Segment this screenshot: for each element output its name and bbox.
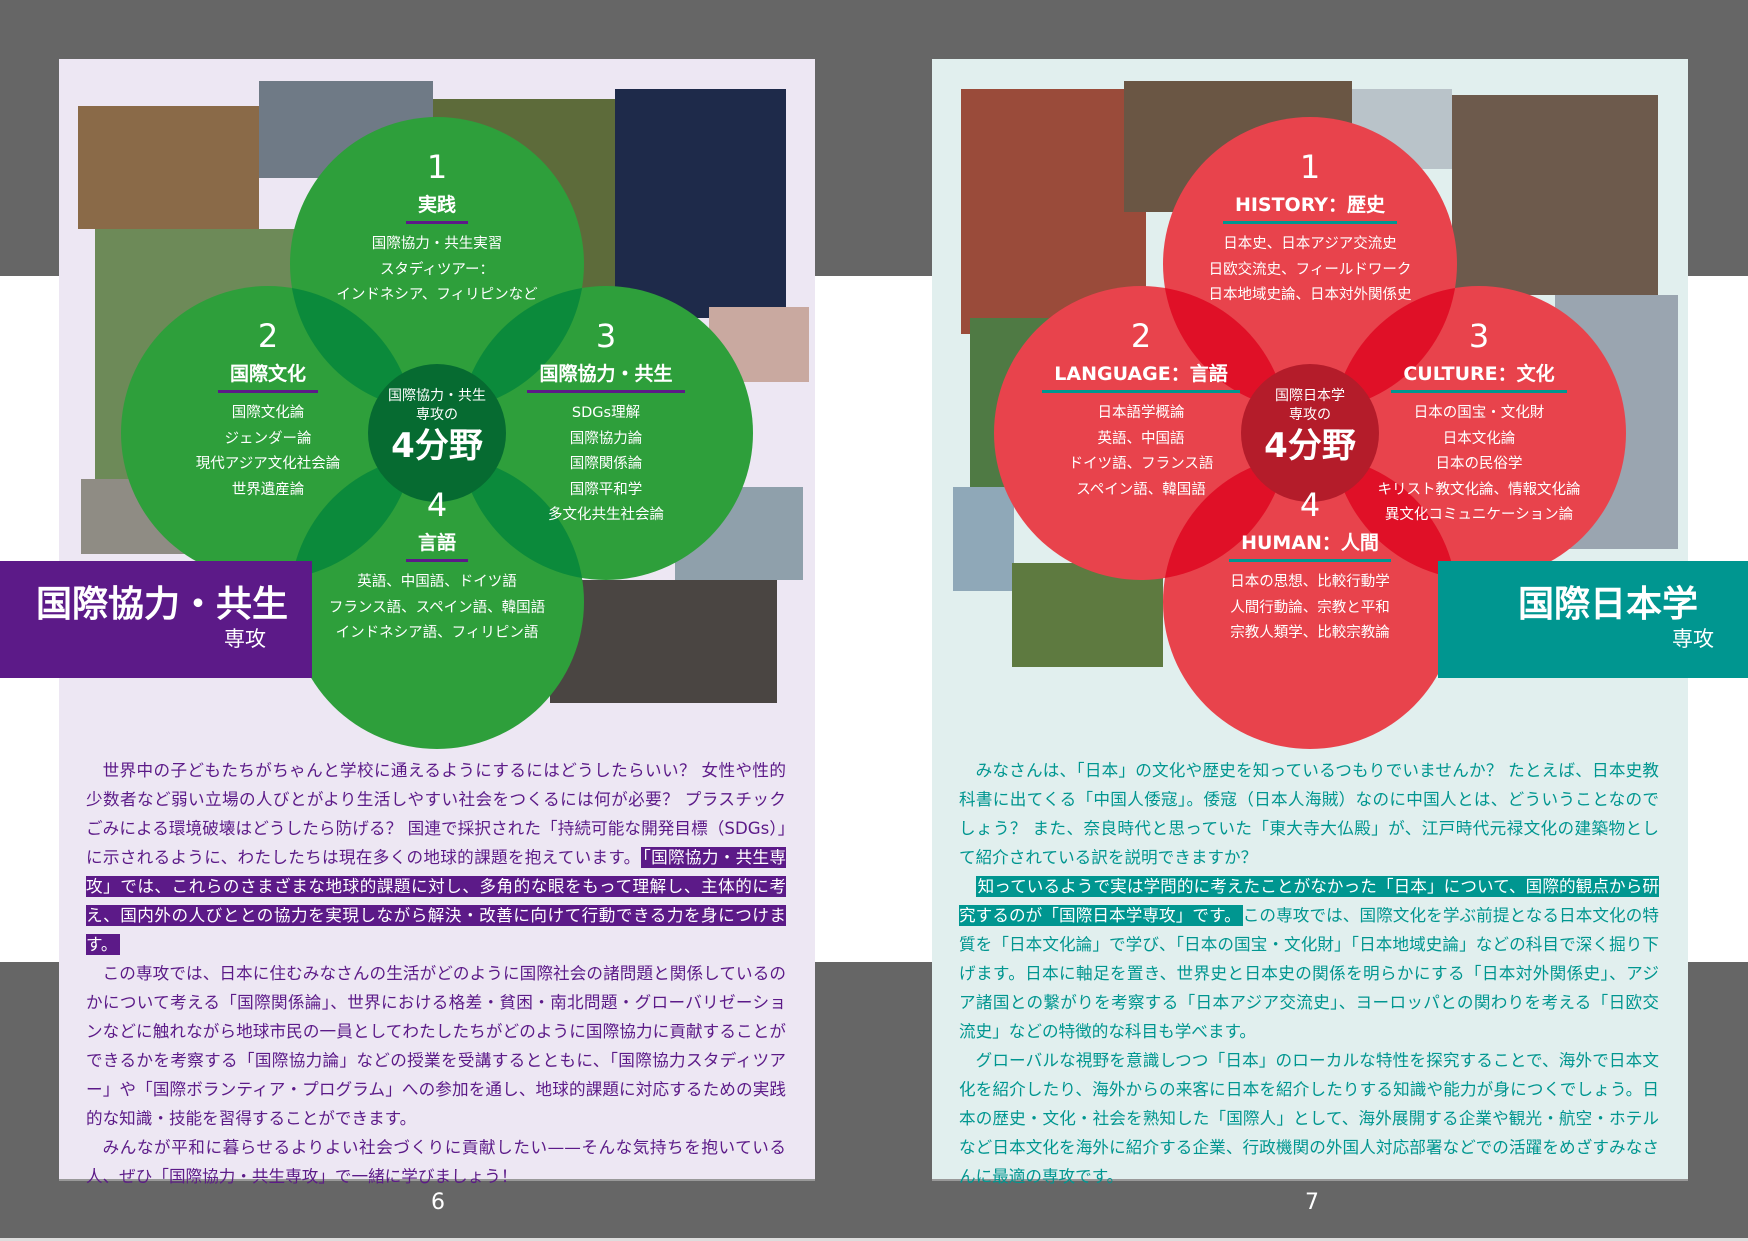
petal-overlap [459,455,584,580]
course-item: 日本地域史論、日本対外関係史 [1208,287,1412,303]
field-number: 1 [426,148,448,186]
course-item: スペイン語、韓国語 [1076,481,1206,498]
four-fields-diagram [994,117,1626,749]
course-item: 日本の国宝・文化財 [1413,405,1545,421]
paragraph-3: グローバルな視野を意識しつつ「日本」のローカルな特性を探究することで、海外で日本… [959,1051,1659,1186]
photo-mosque-night [615,89,786,318]
field-number: 1 [1299,148,1321,186]
field-title: HUMAN：人間 [1229,531,1391,562]
field-title: 国際協力・共生 [527,362,685,393]
petal-overlap [1332,455,1457,580]
center-label: 国際協力・共生専攻の 4分野 [362,387,512,467]
course-item: スタディツアー： [379,261,495,278]
center-label: 国際日本学専攻の 4分野 [1235,387,1385,467]
field-number: 2 [1130,317,1152,355]
course-item: キリスト教文化論、情報文化論 [1377,481,1581,498]
course-item: 英語、中国語、ドイツ語 [357,574,517,590]
major-banner-left: 国際協力・共生 専攻 [0,561,312,678]
petal-overlap [459,286,584,411]
course-item: 日本の民俗学 [1435,456,1523,472]
course-item: 世界遺産論 [231,481,305,498]
course-item: 異文化コミュニケーション論 [1384,507,1574,523]
paragraph-1: 世界中の子どもたちがちゃんと学校に通えるようにするにはどうしたらいい？ 女性や性… [86,761,786,955]
major-title: 国際協力・共生 [36,584,289,625]
major-subtitle: 専攻 [1672,627,1714,651]
four-fields-diagram [121,117,753,749]
field-number: 4 [1299,486,1321,524]
photo-torii [953,487,1014,591]
photo-kinkakuji [1012,563,1163,667]
field-3: 3 国際協力・共生 SDGs理解国際協力論国際関係論国際平和学多文化共生社会論 [466,318,746,529]
paragraph-3: みんなが平和に暮らせるよりよい社会づくりに貢献したい——そんな気持ちを抱いている… [86,1138,786,1186]
course-item: 国際協力・共生実習 [371,236,503,252]
course-item: インドネシア語、フィリピン語 [335,625,539,641]
field-title: LANGUAGE：言語 [1042,362,1240,393]
course-item: フランス語、スペイン語、韓国語 [328,599,546,616]
field-title: 国際文化 [217,362,318,393]
field-number: 2 [257,317,279,355]
center-big: 4分野 [1264,426,1356,466]
course-item: 多文化共生社会論 [548,507,664,523]
course-item: 国際協力論 [569,430,643,447]
course-item: 日本の思想、比較行動学 [1230,574,1390,590]
field-4: 4 言語英語、中国語、ドイツ語フランス語、スペイン語、韓国語インドネシア語、フィリ… [297,487,577,647]
body-text: 世界中の子どもたちがちゃんと学校に通えるようにするにはどうしたらいい？ 女性や性… [86,756,786,1191]
center-line1: 国際日本学 [1275,388,1345,404]
course-item: 英語、中国語 [1097,430,1185,447]
photo-classroom [550,580,777,703]
major-banner-right: 国際日本学 専攻 [1438,561,1748,678]
major-title: 国際日本学 [1518,584,1699,625]
course-item: 現代アジア文化社会論 [195,456,341,472]
course-item: 国際文化論 [231,405,305,421]
photo-students [1452,95,1658,295]
major-subtitle: 専攻 [224,627,266,651]
field-title: HISTORY：歴史 [1222,193,1398,224]
paragraph-2: この専攻では、日本に住むみなさんの生活がどのように国際社会の諸問題と関係している… [86,964,786,1128]
field-number: 3 [595,317,617,355]
course-item: ジェンダー論 [224,430,312,447]
petal-overlap [290,286,415,411]
paragraph-1: みなさんは、「日本」の文化や歴史を知っているつもりでいませんか？ たとえば、日本… [959,761,1659,867]
page-number-left: 6 [431,1190,445,1215]
field-number: 4 [426,486,448,524]
course-item: 日本史、日本アジア交流史 [1223,236,1397,252]
center-big: 4分野 [391,426,483,466]
course-item: インドネシア、フィリピンなど [336,287,538,303]
field-1: 1 実践国際協力・共生実習スタディツアー： インドネシア、フィリピンなど [297,149,577,309]
center-line2: 専攻の [1289,407,1331,423]
paragraph-2: 知っているようで実は学問的に考えたことがなかった「日本」について、国際的観点から… [959,876,1659,1041]
course-item: 日本文化論 [1442,430,1516,447]
course-item: ドイツ語、フランス語 [1068,456,1214,472]
course-item: 宗教人類学、比較宗教論 [1230,625,1390,641]
field-title: 実践 [405,193,468,224]
field-number: 3 [1468,317,1490,355]
course-item: 日欧交流史、フィールドワーク [1208,261,1412,278]
center-circle [368,364,506,502]
course-item: SDGs理解 [571,405,641,421]
petal-overlap [1163,455,1288,580]
field-title: CULTURE：文化 [1391,362,1567,393]
course-item: 日本語学概論 [1097,405,1185,421]
center-circle [1241,364,1379,502]
course-item: 国際平和学 [569,481,643,498]
center-line2: 専攻の [416,407,458,423]
petal-overlap [1332,286,1457,411]
page-number-right: 7 [1305,1190,1319,1215]
center-line1: 国際協力・共生 [388,388,486,404]
photo-drum [78,106,259,229]
field-2: 2 国際文化国際文化論ジェンダー論現代アジア文化社会論世界遺産論 [128,318,408,503]
course-item: 国際関係論 [569,456,643,472]
body-text: みなさんは、「日本」の文化や歴史を知っているつもりでいませんか？ たとえば、日本… [959,756,1659,1191]
field-title: 言語 [405,531,468,562]
petal-overlap [1163,286,1288,411]
bottom-edge [0,1238,1748,1241]
course-item: 人間行動論、宗教と平和 [1230,599,1390,616]
petal-overlap [290,455,415,580]
